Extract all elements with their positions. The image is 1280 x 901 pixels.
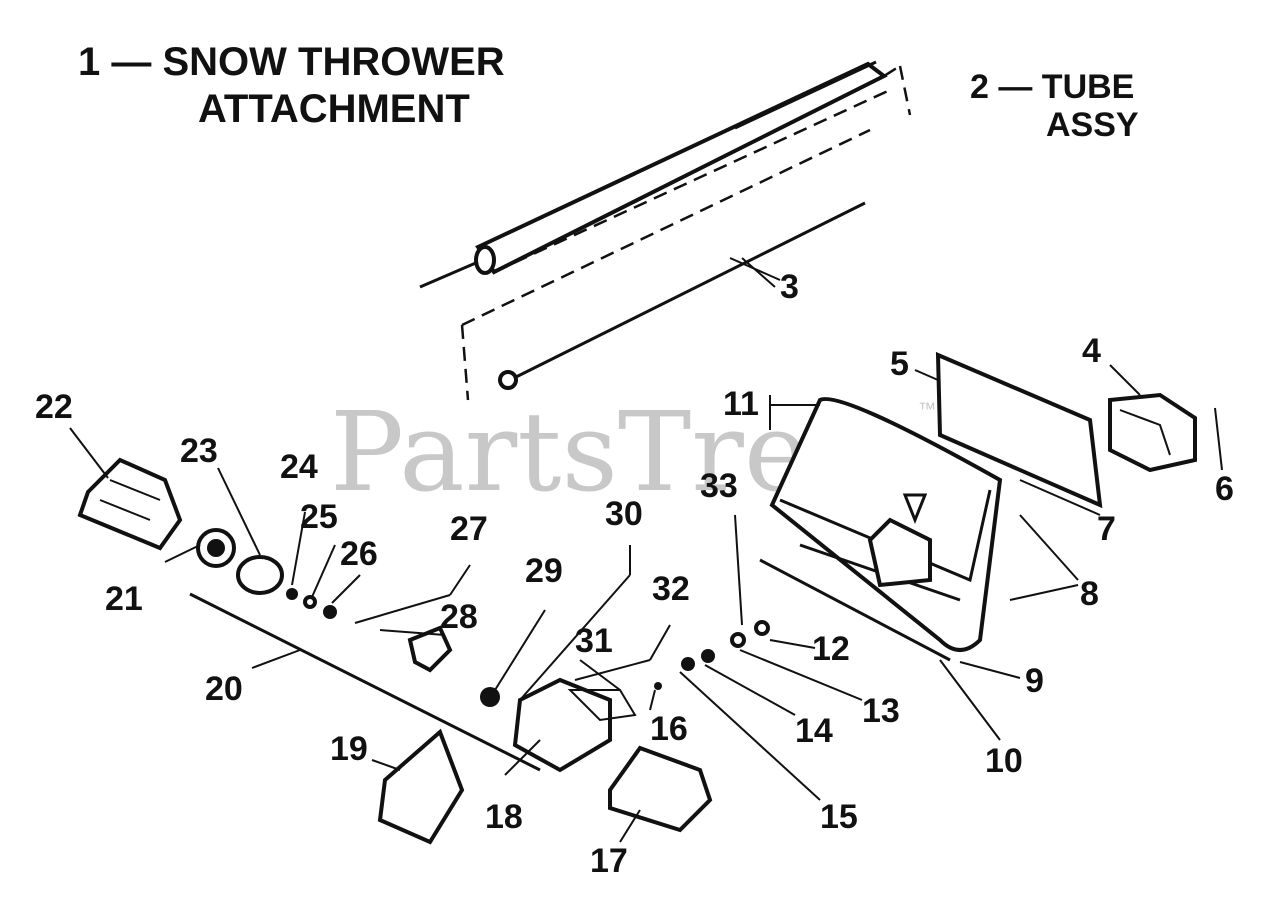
callout-30: 30	[605, 495, 643, 533]
washer-24	[286, 588, 298, 600]
drive-shaft	[460, 128, 871, 401]
callout-29: 29	[525, 552, 563, 590]
callout-24: 24	[280, 448, 318, 486]
callout-4: 4	[1082, 332, 1101, 370]
callout-26: 26	[340, 535, 378, 573]
callout-23: 23	[180, 432, 218, 470]
right-cover	[608, 745, 713, 833]
washer-26	[323, 605, 337, 619]
callout-18: 18	[485, 798, 523, 836]
left-cover	[77, 457, 183, 551]
callout-11: 11	[723, 385, 759, 423]
gearbox	[512, 677, 612, 773]
callout-31: 31	[575, 622, 613, 660]
callout-13: 13	[862, 692, 900, 730]
bracket	[407, 625, 453, 673]
title-attachment: ATTACHMENT	[198, 87, 470, 131]
callout-33: 33	[700, 467, 738, 505]
callout-27: 27	[450, 510, 488, 548]
callout-20: 20	[205, 670, 243, 708]
callout-17: 17	[590, 842, 628, 880]
callout-12: 12	[812, 630, 850, 668]
leader-lines	[69, 257, 1223, 843]
tube-assembly	[419, 60, 912, 289]
callout-15: 15	[820, 798, 858, 836]
callout-22: 22	[35, 388, 73, 426]
callout-14: 14	[795, 712, 833, 750]
title-tube-assy: 2 — TUBE	[970, 68, 1134, 106]
callout-7: 7	[1097, 510, 1116, 548]
callout-32: 32	[652, 570, 690, 608]
callout-16: 16	[650, 710, 688, 748]
callout-6: 6	[1215, 470, 1234, 508]
callout-5: 5	[890, 345, 909, 383]
callout-28: 28	[440, 598, 478, 636]
mount-plate	[377, 728, 465, 845]
frame-rod	[189, 592, 541, 772]
chute	[1108, 392, 1197, 473]
auger-housing	[759, 397, 1003, 662]
callout-10: 10	[985, 742, 1023, 780]
ball	[480, 687, 500, 707]
washer-25	[303, 595, 317, 609]
callout-9: 9	[1025, 662, 1044, 700]
disc	[236, 555, 284, 595]
callout-19: 19	[330, 730, 368, 768]
callout-8: 8	[1080, 575, 1099, 613]
callout-21: 21	[105, 580, 143, 618]
title-snow-thrower: 1 — SNOW THROWER	[78, 40, 505, 84]
callout-25: 25	[300, 498, 338, 536]
callout-3: 3	[780, 268, 799, 306]
title-tube-assy-line2: ASSY	[1046, 106, 1139, 144]
deflector	[935, 351, 1103, 509]
watermark-trademark: ™	[918, 399, 936, 419]
